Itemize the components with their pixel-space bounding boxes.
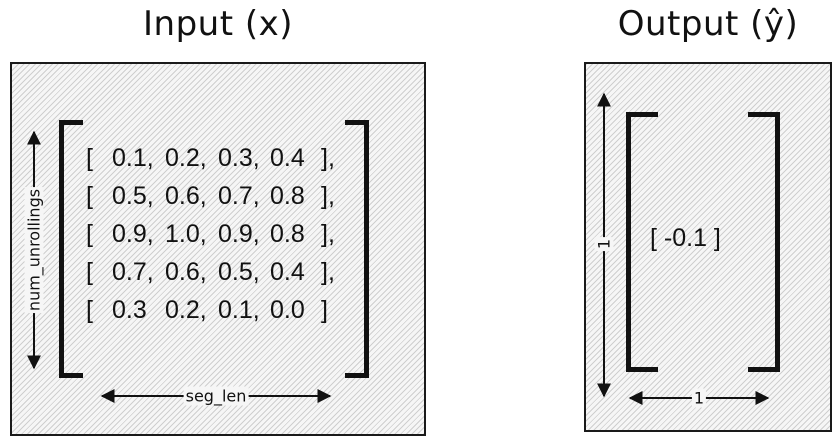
output-panel: [ -0.1 ] 1 1	[584, 62, 832, 432]
row-close-bracket: ],	[321, 182, 335, 210]
row-close-bracket: ],	[321, 220, 335, 248]
matrix-cell: 0.8	[270, 182, 305, 210]
matrix-cell: 0.1,	[218, 296, 260, 324]
matrix-cell: 0.7,	[218, 182, 260, 210]
output-left-bracket	[626, 112, 658, 372]
input-panel: [0.1, 0.2, 0.3, 0.4], [0.5, 0.6, 0.7, 0.8], [0.9…	[10, 62, 426, 436]
matrix-cell: 0.1,	[112, 144, 154, 172]
matrix-cell: 0.4	[270, 144, 305, 172]
seg-len-label: seg_len	[183, 386, 249, 406]
row-close-bracket: ],	[321, 144, 335, 172]
row-open-bracket: [	[86, 144, 93, 172]
input-title: Input (x)	[143, 4, 293, 44]
row-open-bracket: [	[86, 258, 93, 286]
output-value: [ -0.1 ]	[650, 224, 721, 252]
input-arrows	[27, 130, 332, 403]
matrix-cell: 0.4	[270, 258, 305, 286]
matrix-cell: 0.8	[270, 220, 305, 248]
num-unrollings-label: num_unrollings	[24, 186, 44, 314]
output-arrows	[597, 92, 770, 405]
row-open-bracket: [	[86, 296, 93, 324]
row-close-bracket: ],	[321, 258, 335, 286]
row-open-bracket: [	[86, 220, 93, 248]
matrix-cell: 0.5,	[218, 258, 260, 286]
input-right-bracket	[345, 120, 369, 378]
matrix-cell: 0.2,	[165, 296, 207, 324]
matrix-cell: 0.3,	[218, 144, 260, 172]
matrix-cell: 0.3	[112, 296, 147, 324]
matrix-cell: 0.5,	[112, 182, 154, 210]
row-open-bracket: [	[86, 182, 93, 210]
matrix-cell: 0.9,	[218, 220, 260, 248]
matrix-cell: 0.9,	[112, 220, 154, 248]
matrix-cell: 0.6,	[165, 182, 207, 210]
matrix-cell: 0.6,	[165, 258, 207, 286]
matrix-cell: 0.7,	[112, 258, 154, 286]
matrix-cell: 1.0,	[165, 220, 207, 248]
input-left-bracket	[59, 120, 83, 378]
output-vertical-label: 1	[594, 236, 614, 252]
output-horizontal-label: 1	[691, 388, 707, 408]
matrix-cell: 0.2,	[165, 144, 207, 172]
matrix-cell: 0.0	[270, 296, 305, 324]
output-title: Output (ŷ)	[617, 4, 799, 44]
row-close-bracket: ]	[321, 296, 328, 324]
output-right-bracket	[748, 112, 780, 372]
